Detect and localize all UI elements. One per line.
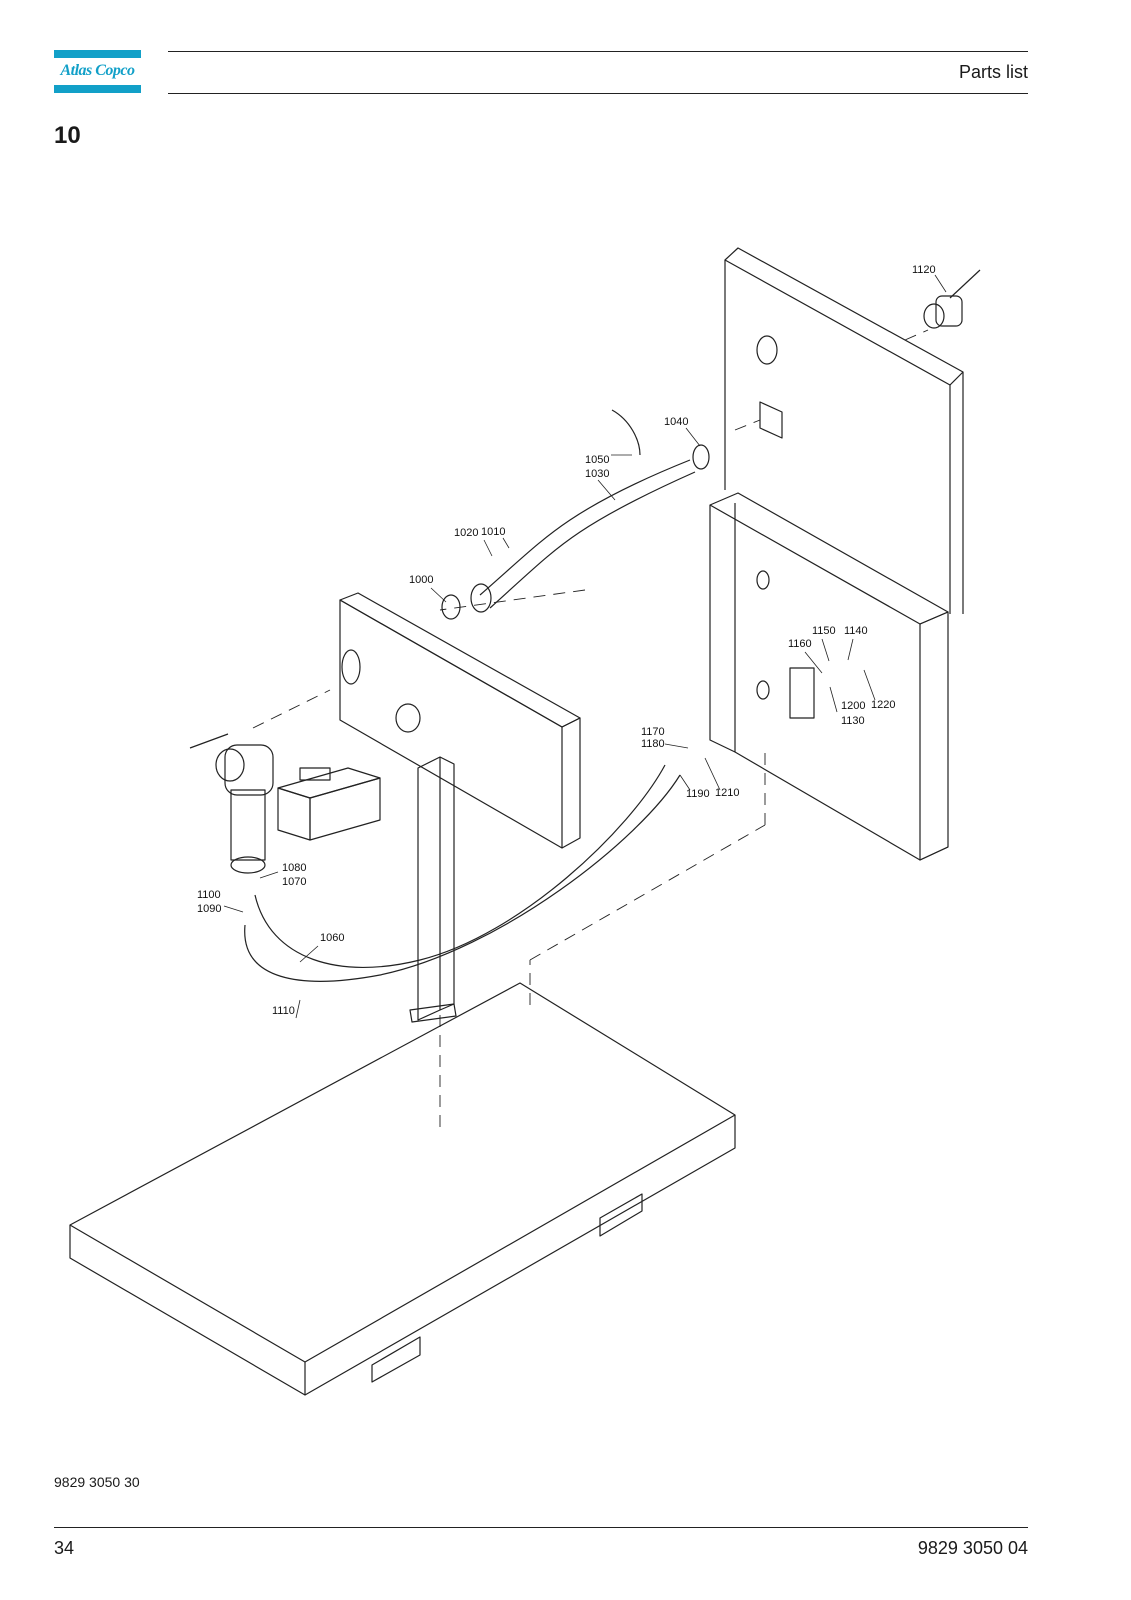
- assembly-guides: [252, 329, 929, 1135]
- hose-1060: [254, 764, 666, 968]
- callout-1060: 1060: [320, 932, 344, 944]
- hose-1110: [244, 774, 681, 982]
- callout-1200: 1200: [841, 700, 865, 712]
- callout-1110: 1110: [272, 1005, 295, 1017]
- callout-1220: 1220: [871, 699, 895, 711]
- callout-1150: 1150: [812, 625, 836, 637]
- leader-lines: [223, 274, 947, 1019]
- callout-1100: 1100: [197, 889, 221, 901]
- filter-housing: [189, 733, 274, 874]
- callout-1020: 1020: [454, 527, 478, 539]
- callout-1010: 1010: [481, 526, 505, 538]
- header-rule-top: [168, 51, 1028, 52]
- callout-1030: 1030: [585, 468, 609, 480]
- pipe-assembly: [441, 409, 710, 620]
- logo-wordmark: Atlas Copco: [60, 62, 135, 79]
- callout-1180: 1180: [641, 738, 665, 750]
- header-rule-bottom: [168, 93, 1028, 94]
- page-number: 34: [54, 1538, 75, 1558]
- callout-1190: 1190: [686, 788, 710, 800]
- heat-exchanger: [277, 767, 381, 841]
- support-post: [409, 756, 457, 1023]
- callout-1070: 1070: [282, 876, 306, 888]
- callout-1080: 1080: [282, 862, 306, 874]
- lower-frame: [709, 492, 949, 861]
- section-number: 10: [54, 122, 81, 149]
- callout-1160: 1160: [788, 638, 812, 650]
- callout-1050: 1050: [585, 454, 609, 466]
- callout-1170: 1170: [641, 726, 665, 738]
- drawing-reference: 9829 3050 30: [54, 1474, 140, 1490]
- logo-bar-top: [54, 50, 141, 58]
- base-frame: [69, 982, 736, 1396]
- ball-valve: [923, 269, 981, 329]
- rear-panel: [724, 247, 964, 614]
- callout-1120: 1120: [912, 264, 936, 276]
- document-number: 9829 3050 04: [917, 1538, 1028, 1558]
- page-title: Parts list: [958, 62, 1028, 82]
- atlas-copco-logo: Atlas Copco: [54, 50, 141, 93]
- callout-1140: 1140: [844, 625, 868, 637]
- logo-bar-bottom: [54, 85, 141, 93]
- cooler-panel: [339, 592, 581, 849]
- callout-1090: 1090: [197, 903, 221, 915]
- callout-1040: 1040: [664, 416, 688, 428]
- callout-1130: 1130: [841, 715, 865, 727]
- callout-1210: 1210: [715, 787, 739, 799]
- callout-labels: 1120 1040 1050 1030 1020 1010 1000 1150 …: [197, 264, 936, 1017]
- callout-1000: 1000: [409, 574, 433, 586]
- footer-rule: [54, 1527, 1028, 1528]
